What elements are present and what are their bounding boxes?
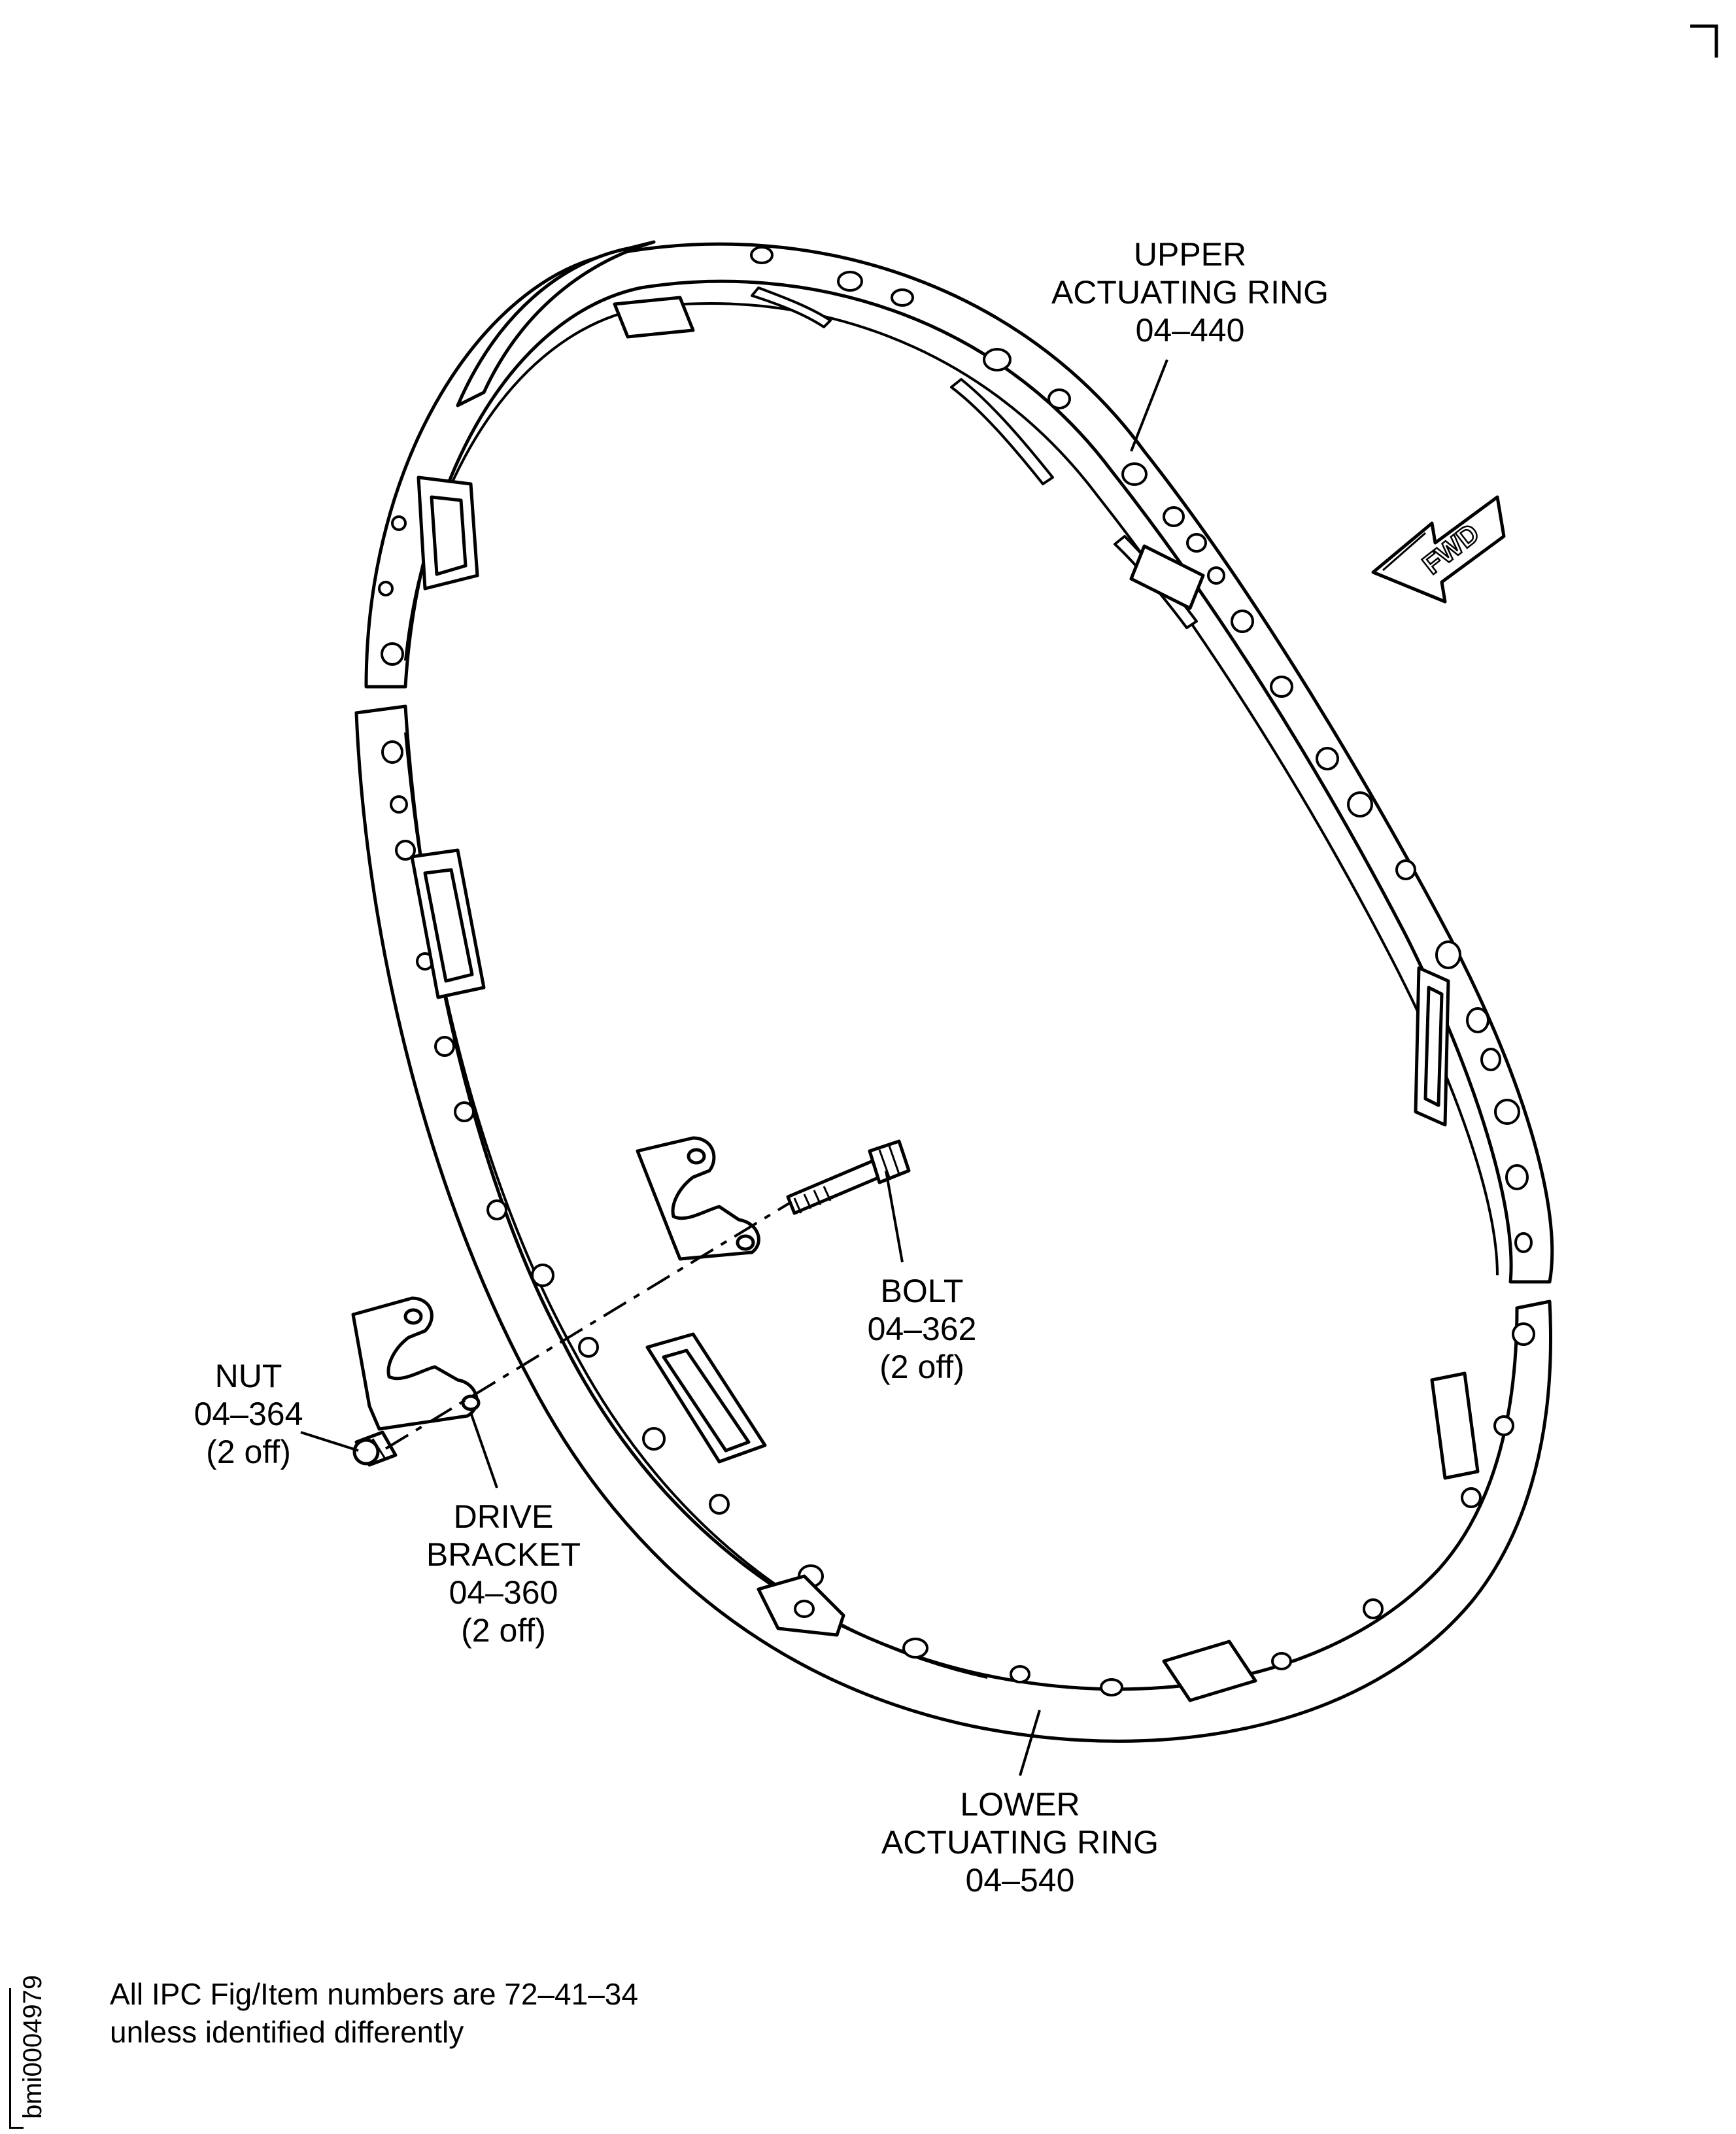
nut-label: NUT 04–364 (2 off) — [167, 1357, 330, 1471]
drive-bracket-upper — [636, 1136, 760, 1261]
bolt-label: BOLT 04–362 (2 off) — [843, 1272, 1000, 1386]
drive-bracket-label-line2: BRACKET — [426, 1536, 581, 1573]
lower-ring-label-line1: LOWER — [960, 1786, 1080, 1823]
nut-icon — [352, 1430, 398, 1467]
lower-actuating-ring-label: LOWER ACTUATING RING 04–540 — [850, 1785, 1190, 1899]
lower-actuating-ring — [354, 704, 1552, 1743]
leader-lines — [300, 359, 1168, 1776]
drive-bracket-label-line4: (2 off) — [461, 1612, 546, 1649]
upper-ring-label-line3: 04–440 — [1135, 312, 1245, 349]
drive-bracket-label-line1: DRIVE — [453, 1498, 554, 1535]
upper-ring-label-line1: UPPER — [1133, 236, 1247, 273]
upper-ring-label-line2: ACTUATING RING — [1051, 274, 1329, 311]
ipc-note-line1: All IPC Fig/Item numbers are 72–41–34 — [110, 1977, 638, 2011]
lower-ring-label-line2: ACTUATING RING — [881, 1824, 1159, 1861]
drive-bracket-label: DRIVE BRACKET 04–360 (2 off) — [405, 1498, 602, 1649]
assembly-center-line — [384, 1201, 792, 1450]
bolt-label-line1: BOLT — [880, 1273, 964, 1309]
nut-label-line2: 04–364 — [194, 1396, 303, 1432]
figure-id-bracket-foot — [9, 2127, 24, 2129]
nut-label-line3: (2 off) — [206, 1434, 291, 1470]
ipc-reference-note: All IPC Fig/Item numbers are 72–41–34 un… — [110, 1975, 638, 2051]
corner-crop-mark — [1690, 24, 1718, 58]
upper-actuating-ring — [364, 240, 1554, 1284]
upper-actuating-ring-label: UPPER ACTUATING RING 04–440 — [1020, 235, 1360, 349]
bolt-label-line2: 04–362 — [867, 1311, 977, 1347]
figure-id-bracket — [9, 1988, 11, 2129]
fwd-arrow-icon — [1371, 495, 1506, 604]
drive-bracket-label-line3: 04–360 — [449, 1574, 558, 1611]
figure-id: bmi0004979 — [18, 1974, 47, 2119]
drive-bracket-lower — [351, 1296, 481, 1431]
nut-label-line1: NUT — [214, 1358, 282, 1394]
ipc-note-line2: unless identified differently — [110, 2015, 464, 2049]
lower-ring-label-line3: 04–540 — [965, 1862, 1075, 1899]
bolt-label-line3: (2 off) — [879, 1349, 964, 1385]
